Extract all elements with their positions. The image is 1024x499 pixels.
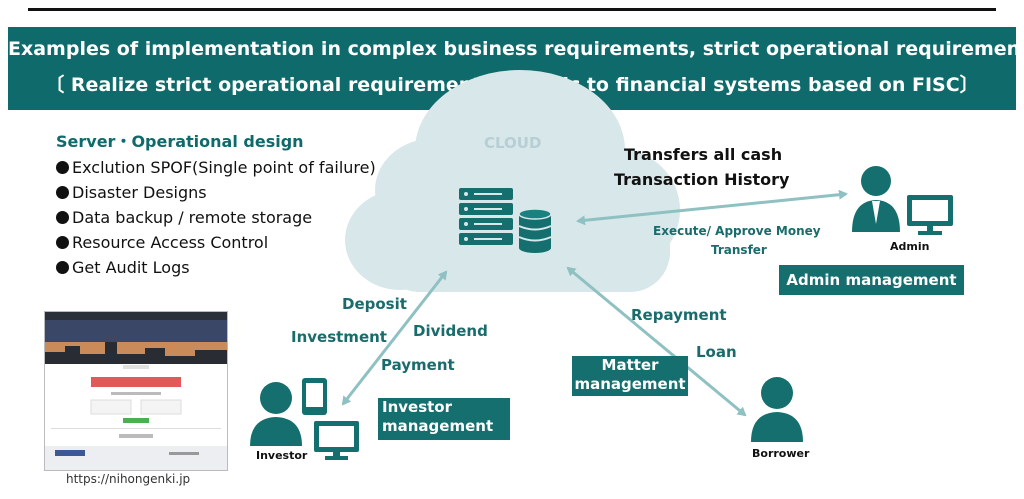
ops-item: Data backup / remote storage bbox=[56, 205, 376, 230]
operational-design-list: Server・Operational design Exclution SPOF… bbox=[56, 128, 376, 280]
database-icon bbox=[518, 208, 552, 253]
actor-investor-label: Investor bbox=[256, 449, 308, 462]
borrower-person-icon bbox=[751, 377, 803, 442]
ops-item: Disaster Designs bbox=[56, 180, 376, 205]
tag-matter-management: Matter management bbox=[572, 356, 688, 396]
investor-arrow bbox=[341, 270, 448, 406]
bullet-icon bbox=[56, 236, 69, 249]
ops-item: Get Audit Logs bbox=[56, 255, 376, 280]
admin-arrow bbox=[576, 189, 848, 226]
smartphone-icon bbox=[302, 378, 327, 415]
bullet-icon bbox=[56, 186, 69, 199]
label-repayment: Repayment bbox=[631, 306, 727, 324]
title-line-1: Examples of implementation in complex bu… bbox=[8, 38, 1024, 60]
cloud-label: CLOUD bbox=[484, 134, 542, 152]
label-deposit: Deposit bbox=[342, 295, 407, 313]
tag-investor-line-1: Investor bbox=[382, 398, 453, 416]
label-investment: Investment bbox=[291, 328, 387, 346]
server-icon bbox=[459, 188, 513, 245]
tag-admin-management: Admin management bbox=[779, 265, 964, 295]
tag-investor-management: Investor management bbox=[378, 398, 510, 440]
tag-matter-line-1: Matter bbox=[601, 356, 659, 374]
label-execute-1: Execute/ Approve Money bbox=[653, 224, 821, 238]
tag-investor-line-2: management bbox=[382, 417, 494, 435]
admin-monitor-icon bbox=[907, 195, 953, 235]
ops-heading: Server・Operational design bbox=[56, 132, 304, 151]
bullet-icon bbox=[56, 211, 69, 224]
label-execute-2: Transfer bbox=[711, 243, 767, 257]
website-thumbnail-graphic bbox=[45, 312, 227, 470]
actor-borrower-label: Borrower bbox=[752, 447, 810, 460]
website-thumbnail bbox=[44, 311, 228, 471]
ops-item: Resource Access Control bbox=[56, 230, 376, 255]
investor-monitor-icon bbox=[314, 421, 359, 460]
actor-admin-label: Admin bbox=[890, 240, 930, 253]
label-transfers: Transfers all cash bbox=[624, 145, 783, 164]
borrower-arrow bbox=[566, 266, 747, 417]
label-dividend: Dividend bbox=[413, 322, 488, 340]
investor-person-icon bbox=[250, 382, 302, 446]
label-loan: Loan bbox=[696, 343, 737, 361]
source-url: https://nihongenki.jp bbox=[66, 472, 191, 486]
label-payment: Payment bbox=[381, 356, 455, 374]
bullet-icon bbox=[56, 161, 69, 174]
label-history: Transaction History bbox=[614, 170, 790, 189]
admin-person-icon bbox=[852, 166, 900, 232]
top-rule bbox=[28, 8, 996, 11]
bullet-icon bbox=[56, 261, 69, 274]
tag-matter-line-2: management bbox=[574, 375, 686, 393]
ops-item: Exclution SPOF(Single point of failure) bbox=[56, 155, 376, 180]
